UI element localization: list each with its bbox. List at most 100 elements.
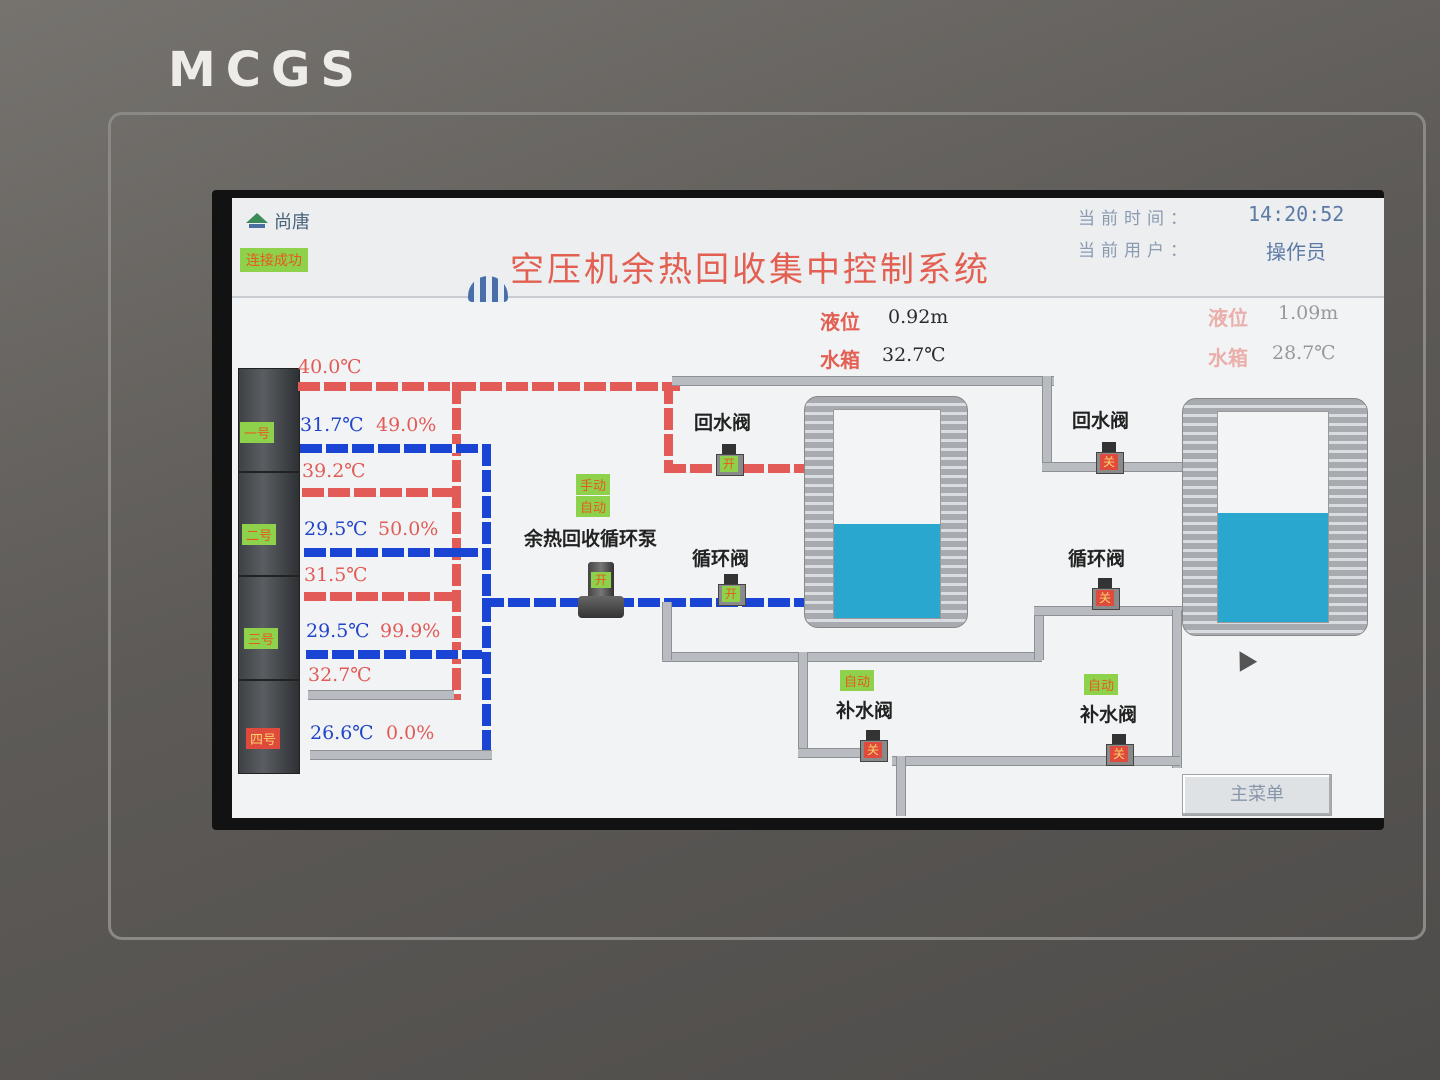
compressor-2-out-temp: 39.2℃: [302, 460, 366, 482]
tank1-temp-value: 32.7℃: [882, 344, 946, 366]
tank2-window: [1217, 411, 1329, 623]
hot-pipe-2: [302, 488, 452, 497]
makeup-valve-1[interactable]: 关: [858, 730, 888, 762]
compressor-1-status[interactable]: 一号: [240, 422, 275, 443]
tank2-level-label: 液位: [1208, 306, 1248, 330]
cold-pipe-2: [304, 548, 490, 557]
circ-valve-2-state: 关: [1096, 590, 1114, 606]
cold-cross-pipe: [456, 548, 482, 557]
tank1-temp-label: 水箱: [820, 348, 860, 372]
pump-state: 开: [591, 572, 611, 588]
company-logo: 尚唐: [246, 208, 310, 234]
return-valve-2[interactable]: 关: [1094, 442, 1124, 474]
compressor-1-out-temp: 40.0℃: [298, 356, 362, 378]
tank1-level-value: 0.92m: [888, 306, 949, 328]
brand-logo: MCGS: [168, 42, 365, 98]
mouse-cursor-icon: [1230, 646, 1258, 672]
compressor-2-status[interactable]: 二号: [242, 524, 277, 545]
return-valve-1-label: 回水阀: [694, 412, 752, 434]
compressor-4-status[interactable]: 四号: [246, 728, 281, 749]
valve-coil-icon: [1098, 578, 1112, 590]
tank2-temp-label: 水箱: [1208, 346, 1248, 370]
circ-valve-2-label: 循环阀: [1068, 548, 1126, 570]
water-tank-1[interactable]: [804, 396, 968, 628]
valve-coil-icon: [1112, 734, 1126, 746]
makeup-valve-2[interactable]: 关: [1104, 734, 1134, 766]
compressor-4-out-temp: 32.7℃: [308, 664, 372, 686]
hot-main-pipe: [298, 382, 680, 391]
return-valve-2-state: 关: [1100, 454, 1118, 470]
main-menu-button[interactable]: 主菜单: [1182, 774, 1332, 816]
gray-makeup1-pipe: [798, 748, 868, 758]
circ-valve-2[interactable]: 关: [1090, 578, 1120, 610]
water-tank-2[interactable]: [1182, 398, 1368, 636]
gray-tank2-makeup-down-pipe: [1172, 610, 1182, 768]
makeup-valve-1-state: 关: [864, 742, 882, 758]
user-value[interactable]: 操作员: [1266, 240, 1326, 264]
return-valve-1[interactable]: 开: [714, 444, 744, 476]
gray-makeup1-riser: [798, 652, 808, 756]
pump-manual-tag[interactable]: 手动: [576, 474, 611, 495]
circ-valve-1-state: 开: [722, 586, 740, 602]
makeup-valve-2-label: 补水阀: [1080, 704, 1138, 726]
circ-valve-1-label: 循环阀: [692, 548, 750, 570]
circulation-pump[interactable]: 开: [574, 562, 628, 620]
makeup-valve-2-state: 关: [1110, 746, 1128, 762]
gray-comp4-pipe: [310, 750, 492, 760]
bezel-frame: [108, 112, 1426, 940]
hot-pipe-3: [304, 592, 452, 601]
valve-coil-icon: [722, 444, 736, 456]
valve-coil-icon: [866, 730, 880, 742]
circ-valve-1[interactable]: 开: [716, 574, 746, 606]
cold-supply-pipe: [482, 598, 816, 607]
hot-riser-pipe: [452, 382, 461, 700]
connection-status: 连接成功: [240, 248, 308, 272]
gray-bottom-pipe: [662, 652, 1042, 662]
logo-text: 尚唐: [274, 212, 310, 233]
tank2-water-level: [1218, 512, 1328, 622]
hmi-screen: 尚唐 连接成功 空压机余热回收集中控制系统 当前时间： 14:20:52 当前用…: [232, 198, 1384, 818]
return-valve-2-label: 回水阀: [1072, 410, 1130, 432]
compressor-4[interactable]: [238, 680, 300, 774]
makeup-valve-1-mode[interactable]: 自动: [840, 670, 875, 691]
compressor-1-load: 49.0%: [376, 414, 437, 436]
tank2-level-value: 1.09m: [1278, 302, 1339, 324]
compressor-1-in-temp: 31.7℃: [300, 414, 364, 436]
balloon-icon: [468, 276, 508, 302]
makeup-valve-1-label: 补水阀: [836, 700, 894, 722]
return-valve-1-state: 开: [720, 456, 738, 472]
compressor-3-out-temp: 31.5℃: [304, 564, 368, 586]
tank1-level-label: 液位: [820, 310, 860, 334]
time-value: 14:20:52: [1248, 202, 1345, 226]
cold-pipe-3: [306, 650, 490, 659]
gray-comp4-hot-pipe: [308, 690, 454, 700]
compressor-4-load: 0.0%: [386, 722, 435, 744]
compressor-2-load: 50.0%: [378, 518, 439, 540]
gray-top-pipe: [672, 376, 1054, 386]
makeup-valve-2-mode[interactable]: 自动: [1084, 674, 1119, 695]
tank2-temp-value: 28.7℃: [1272, 342, 1336, 364]
user-label: 当前用户：: [1078, 241, 1193, 261]
gray-makeup-pipe: [892, 756, 1180, 766]
gray-right-down-pipe: [1042, 376, 1052, 468]
gray-tank2-circ-down-pipe: [1034, 606, 1044, 660]
header-bar: 尚唐 连接成功 空压机余热回收集中控制系统 当前时间： 14:20:52 当前用…: [232, 198, 1384, 302]
compressor-3-status[interactable]: 三号: [244, 628, 279, 649]
pump-label: 余热回收循环泵: [524, 528, 658, 550]
gray-makeup-drop: [896, 756, 906, 816]
valve-coil-icon: [1102, 442, 1116, 454]
pump-base: [578, 596, 624, 618]
compressor-1[interactable]: [238, 368, 300, 472]
logo-icon: [246, 213, 268, 229]
page-title: 空压机余热回收集中控制系统: [510, 250, 991, 290]
cold-pipe-1: [300, 444, 490, 453]
compressor-4-in-temp: 26.6℃: [310, 722, 374, 744]
compressor-3-load: 99.9%: [380, 620, 441, 642]
compressor-3-in-temp: 29.5℃: [306, 620, 370, 642]
pump-auto-tag[interactable]: 自动: [576, 496, 611, 517]
tank1-window: [833, 409, 941, 619]
tank1-water-level: [834, 524, 940, 618]
compressor-2-in-temp: 29.5℃: [304, 518, 368, 540]
hot-down-pipe: [664, 382, 673, 468]
time-label: 当前时间：: [1078, 209, 1193, 229]
